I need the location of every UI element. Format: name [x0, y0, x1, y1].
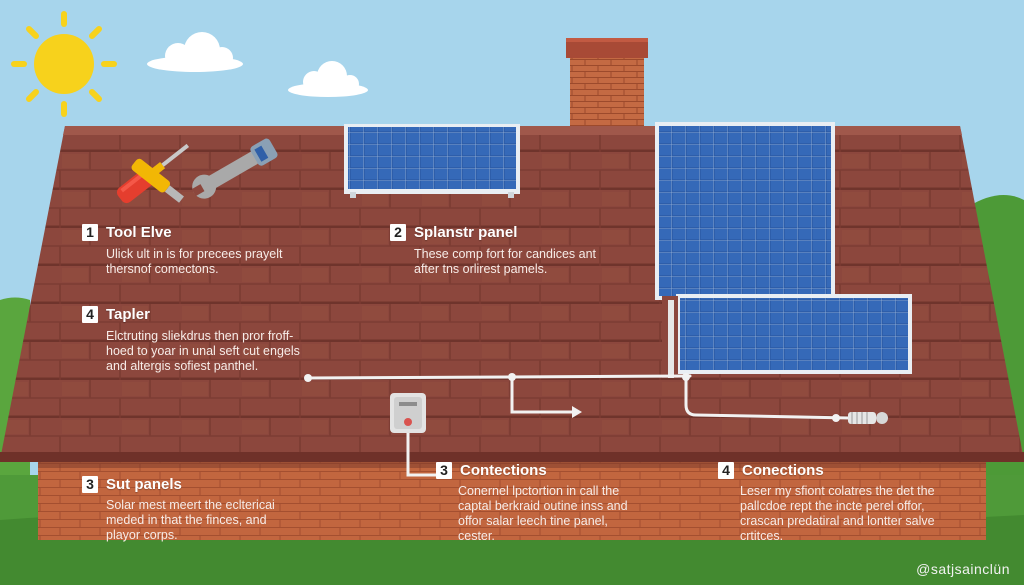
- cloud-icon: [288, 61, 368, 97]
- solar-panel-large: [655, 122, 835, 300]
- step-panel: 2 Splanstr panel These comp fort for can…: [390, 224, 596, 277]
- step-title: Tool Elve: [106, 224, 172, 241]
- step-title: Sut panels: [106, 476, 182, 493]
- step-number: 4: [718, 462, 734, 479]
- watermark: @satjsainclün: [916, 561, 1010, 577]
- screwdriver-icon: [116, 143, 190, 204]
- step-description: Conernel lpctortion in call the captal b…: [458, 484, 628, 543]
- step-tapler: 4 Tapler Elctruting sliekdrus then pror …: [82, 306, 300, 374]
- solar-panel-lower: [676, 294, 912, 374]
- step-description: Elctruting sliekdrus then pror froff- ho…: [106, 329, 300, 373]
- step-conections: 4 Conections Leser my sfiont colatres th…: [718, 462, 935, 544]
- step-description: Ulick ult in is for precees prayelt ther…: [106, 247, 283, 276]
- step-description: Leser my sfiont colatres the det the pal…: [740, 484, 935, 543]
- brick-wall: [38, 462, 986, 540]
- chimney: [566, 38, 648, 136]
- cable-connector-icon: [832, 412, 888, 424]
- step-sut-panels: 3 Sut panels Solar mest meert the eclter…: [82, 476, 275, 543]
- step-title: Tapler: [106, 306, 150, 323]
- step-title: Splanstr panel: [414, 224, 518, 241]
- junction-box-icon: [390, 393, 426, 433]
- step-number: 4: [82, 306, 98, 323]
- solar-panel-top: [344, 124, 520, 198]
- step-number: 1: [82, 224, 98, 241]
- step-number: 2: [390, 224, 406, 241]
- step-contections: 3 Contections Conernel lpctortion in cal…: [436, 462, 628, 544]
- wiring: [306, 374, 852, 477]
- step-description: These comp fort for candices ant after t…: [414, 247, 597, 276]
- step-title: Contections: [460, 462, 547, 479]
- step-tool: 1 Tool Elve Ulick ult in is for precees …: [82, 224, 282, 277]
- step-number: 3: [82, 476, 98, 493]
- sun-icon: [11, 11, 117, 117]
- step-description: Solar mest meert the ecltericai meded in…: [106, 498, 275, 542]
- wrench-icon: [191, 138, 278, 199]
- step-number: 3: [436, 462, 452, 479]
- cloud-icon: [147, 32, 243, 72]
- step-title: Conections: [742, 462, 824, 479]
